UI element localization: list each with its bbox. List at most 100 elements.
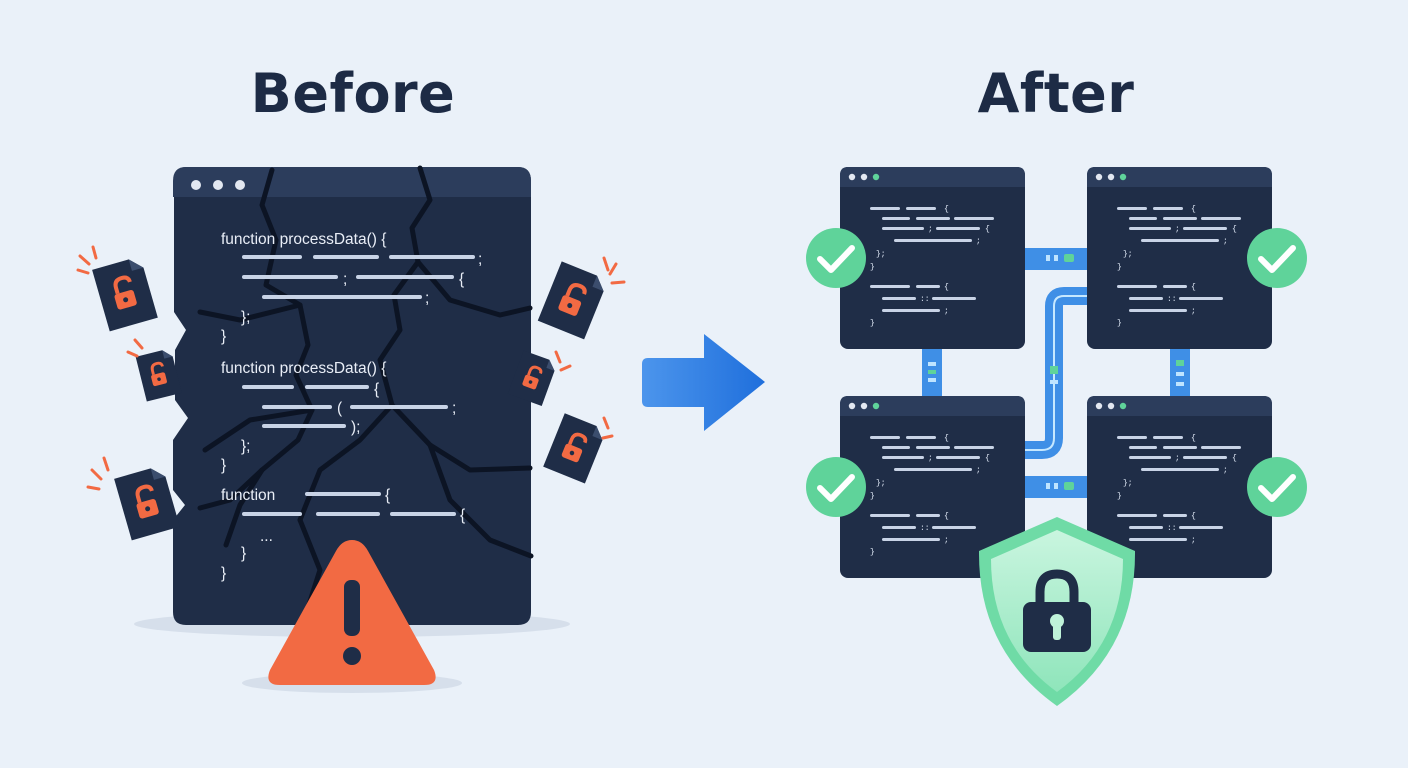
code-token: }; — [1123, 250, 1133, 259]
shield-lock-icon — [978, 517, 1136, 706]
code-token: :: — [1167, 295, 1177, 304]
crack-lines — [197, 165, 534, 623]
code-token: { — [1191, 205, 1196, 214]
window-dot — [1107, 173, 1115, 181]
window-dot — [848, 402, 856, 410]
unlocked-file-icon — [135, 350, 182, 402]
before-title: Before — [250, 62, 456, 125]
code-line: ( — [337, 400, 343, 417]
check-circle-icon — [1247, 457, 1307, 517]
code-token: ; — [976, 466, 981, 475]
code-token: ; — [928, 454, 933, 463]
code-module-window: {;{;};}{::;} — [1087, 167, 1272, 349]
code-token: } — [870, 263, 875, 272]
code-line: }; — [241, 438, 250, 455]
code-line: ); — [351, 419, 360, 436]
code-token: { — [944, 434, 949, 443]
unlocked-file-icon — [507, 350, 555, 407]
window-dot — [191, 180, 201, 190]
alert-marks — [601, 416, 614, 440]
check-circle-icon — [1247, 228, 1307, 288]
check-circle-icon — [806, 228, 866, 288]
right-arrow-icon — [642, 334, 765, 431]
window-dot — [1119, 402, 1127, 410]
code-token: ; — [1191, 307, 1196, 316]
window-dot — [848, 173, 856, 181]
window-dot — [213, 180, 223, 190]
alert-marks — [602, 256, 626, 285]
code-token: ; — [976, 237, 981, 246]
alert-marks — [126, 338, 144, 358]
code-module-window: {;{;};}{::;} — [1087, 396, 1272, 578]
code-token: :: — [1167, 524, 1177, 533]
code-token: { — [1191, 512, 1196, 521]
code-token: :: — [920, 295, 930, 304]
code-token: } — [870, 548, 875, 557]
code-token: }; — [1123, 479, 1133, 488]
code-token: { — [1232, 454, 1237, 463]
unlocked-file-icon — [537, 261, 604, 340]
window-dot — [1119, 173, 1127, 181]
code-module-window: {;{;};}{::;} — [840, 396, 1025, 578]
code-token: ; — [944, 307, 949, 316]
broken-code-window: function processData() { ; ; { ; }; } fu… — [173, 165, 534, 625]
code-token: { — [985, 225, 990, 234]
code-token: }; — [876, 250, 886, 259]
code-line: function processData() { — [221, 231, 386, 248]
code-token: { — [944, 205, 949, 214]
code-token: }; — [876, 479, 886, 488]
code-token: { — [944, 512, 949, 521]
code-line: { — [374, 381, 379, 398]
code-token: ; — [1191, 536, 1196, 545]
code-line: { — [460, 507, 465, 524]
unlocked-file-icon — [543, 413, 603, 484]
warning-triangle-icon — [268, 540, 436, 685]
code-line: } — [221, 565, 226, 582]
code-token: } — [1117, 319, 1122, 328]
code-token: ; — [1175, 454, 1180, 463]
code-line: function — [221, 487, 275, 504]
window-dot — [1107, 402, 1115, 410]
code-line: function processData() { — [221, 360, 386, 377]
code-line: }; — [241, 309, 250, 326]
code-token: ; — [928, 225, 933, 234]
alert-marks — [76, 245, 98, 275]
code-token: ; — [1223, 237, 1228, 246]
check-circle-icon — [806, 457, 866, 517]
code-line: { — [459, 271, 464, 288]
window-dot — [1095, 173, 1103, 181]
alert-marks — [86, 456, 110, 491]
code-line: { — [385, 487, 390, 504]
code-token: } — [1117, 492, 1122, 501]
code-token: { — [944, 283, 949, 292]
unlocked-file-icon — [114, 468, 180, 541]
window-dot — [860, 173, 868, 181]
window-dot — [860, 402, 868, 410]
code-line: } — [221, 328, 226, 345]
code-line: ; — [478, 251, 482, 268]
code-module-window: {;{;};}{::;} — [840, 167, 1025, 349]
code-token: { — [1232, 225, 1237, 234]
code-token: ; — [944, 536, 949, 545]
connector-links — [922, 248, 1190, 498]
code-token: ; — [1175, 225, 1180, 234]
code-token: } — [1117, 263, 1122, 272]
window-dot — [872, 402, 880, 410]
code-token: { — [1191, 434, 1196, 443]
code-line: } — [221, 457, 226, 474]
code-token: { — [985, 454, 990, 463]
unlocked-file-icon — [92, 259, 158, 332]
code-line: ; — [452, 400, 456, 417]
code-token: :: — [920, 524, 930, 533]
window-dot — [235, 180, 245, 190]
code-token: } — [870, 319, 875, 328]
code-line: ... — [260, 528, 273, 545]
after-title: After — [977, 62, 1135, 125]
code-token: ; — [1223, 466, 1228, 475]
code-token: { — [1191, 283, 1196, 292]
window-dot — [1095, 402, 1103, 410]
window-dot — [872, 173, 880, 181]
code-line: } — [241, 545, 246, 562]
code-line: ; — [425, 290, 429, 307]
